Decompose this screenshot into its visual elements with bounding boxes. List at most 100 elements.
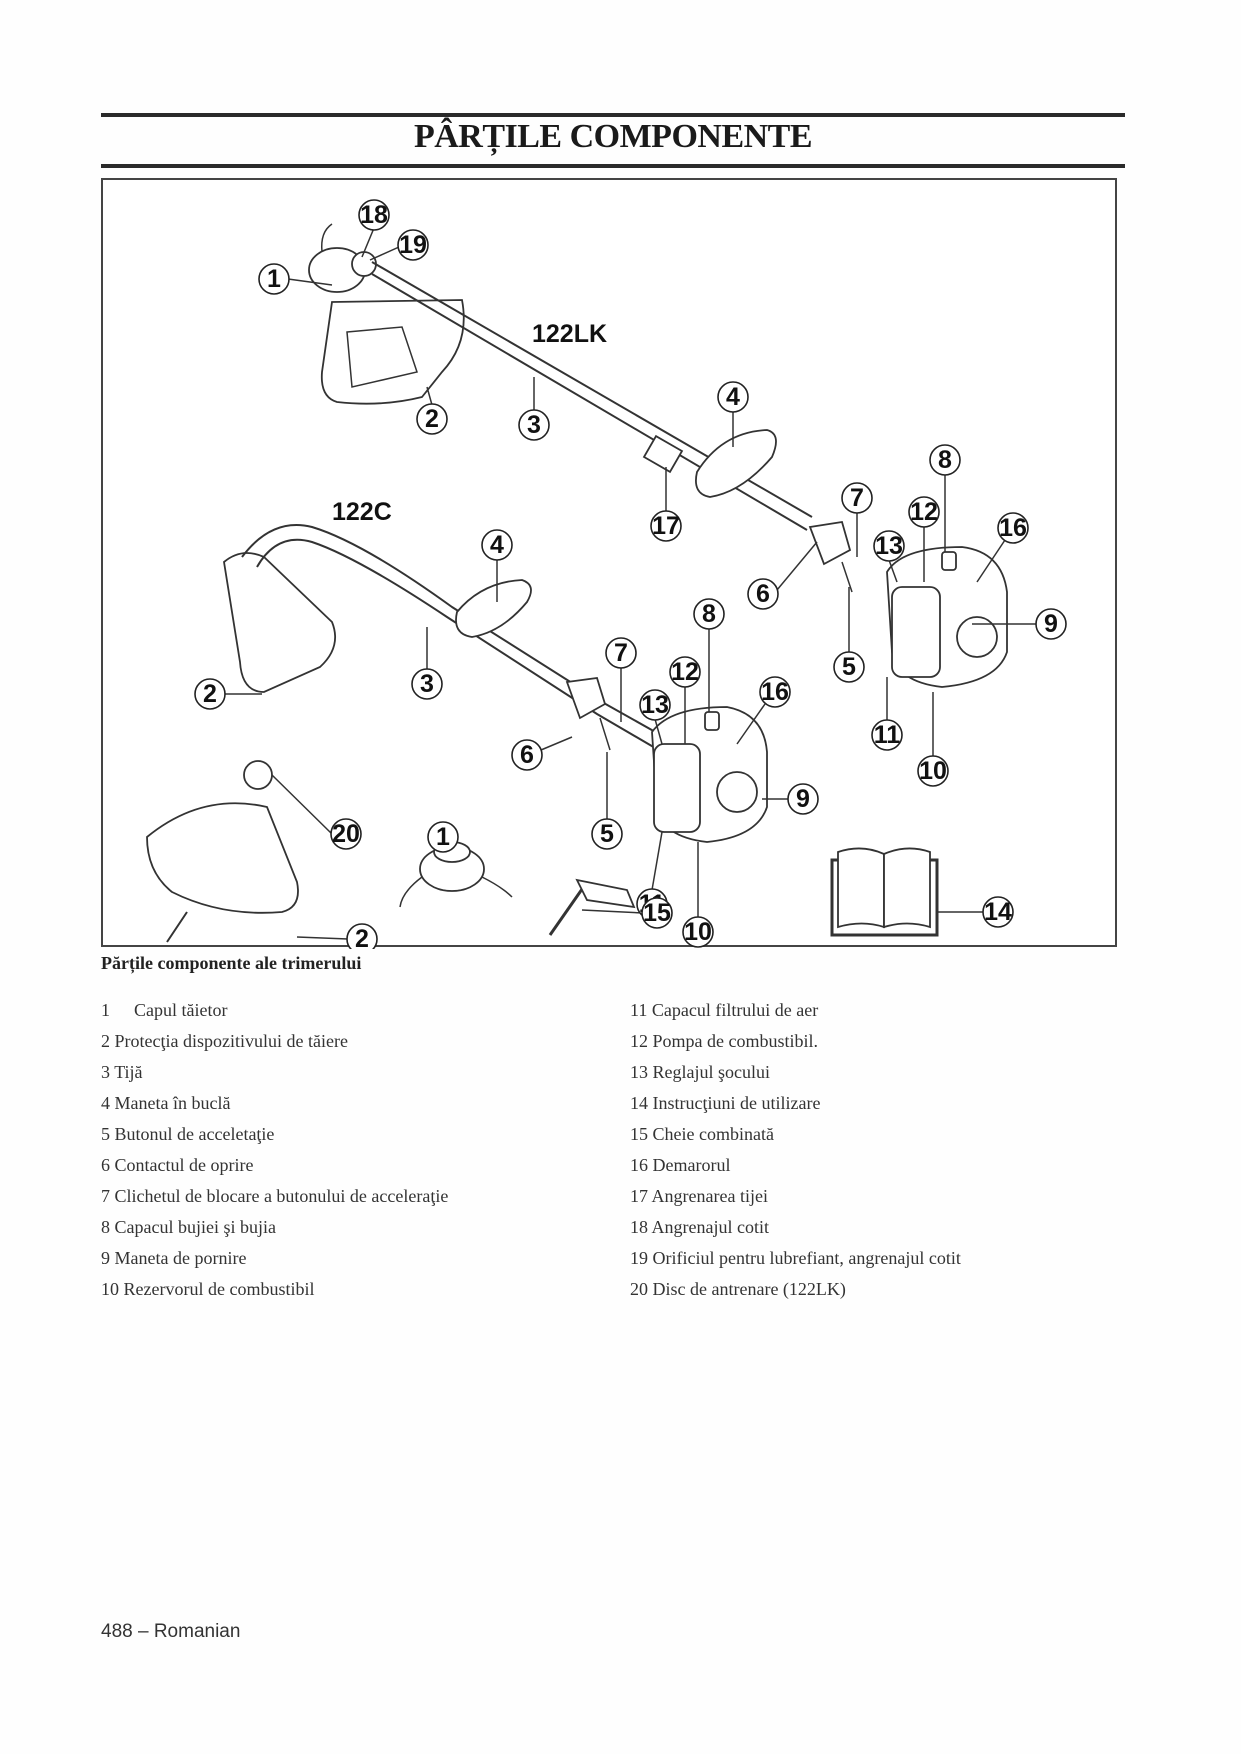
figure-caption: Părțile componente ale trimerului [101, 953, 362, 973]
part-number: 13 [630, 1062, 648, 1082]
gear-head-122lk [351, 251, 377, 277]
parts-list-item: 10 Rezervorul de combustibil [101, 1274, 448, 1305]
parts-diagram: 122LK 122C 18 19 1 2 3 4 17 7 8 12 13 16… [101, 178, 1117, 949]
part-number: 9 [101, 1248, 110, 1268]
trimmer-122lk-drawing [308, 223, 1008, 688]
parts-list-item: 5 Butonul de acceletaţie [101, 1119, 448, 1150]
trimmer-line-left [399, 876, 423, 908]
part-number: 15 [630, 1124, 648, 1144]
part-number: 16 [630, 1155, 648, 1175]
part-number: 14 [630, 1093, 648, 1113]
parts-list-item: 3 Tijă [101, 1057, 448, 1088]
loop-handle-122c [455, 579, 532, 638]
part-label: Angrenajul cotit [651, 1217, 769, 1237]
parts-list-item: 12 Pompa de combustibil. [630, 1026, 961, 1057]
part-label: Cheie combinată [652, 1124, 774, 1144]
part-number: 18 [630, 1217, 648, 1237]
part-label: Tijă [114, 1062, 143, 1082]
callout-4: 4 [717, 381, 749, 413]
book-left-page [837, 847, 885, 929]
leader-lines [224, 227, 1037, 940]
title-bottom-rule [101, 164, 1125, 168]
part-label: Capacul filtrului de aer [651, 1000, 819, 1020]
part-label: Butonul de acceletaţie [114, 1124, 275, 1144]
svg-text:3: 3 [527, 411, 541, 439]
svg-text:1: 1 [267, 265, 281, 293]
wrench-socket [575, 878, 636, 909]
part-number: 17 [630, 1186, 648, 1206]
svg-text:20: 20 [332, 820, 360, 848]
trimmer-line-right [481, 876, 513, 898]
part-number: 12 [630, 1031, 648, 1051]
svg-text:11: 11 [874, 721, 901, 749]
svg-text:16: 16 [761, 678, 789, 706]
callout-20: 20 [330, 818, 362, 850]
callout-12: 12 [669, 656, 701, 688]
guard-122lk [320, 299, 465, 405]
spark-plug-cap-122c [704, 711, 720, 731]
loose-parts-drawing [146, 760, 513, 943]
callout-1: 1 [427, 821, 459, 853]
air-filter-cover-122lk [891, 586, 941, 678]
part-label: Reglajul şocului [652, 1062, 770, 1082]
callout-2: 2 [416, 403, 448, 435]
manual-book-drawing [830, 847, 939, 937]
parts-list-item: 9 Maneta de pornire [101, 1243, 448, 1274]
svg-text:12: 12 [910, 498, 938, 526]
svg-text:15: 15 [643, 899, 671, 927]
callout-7: 7 [841, 482, 873, 514]
parts-list-item: 8 Capacul bujiei şi bujia [101, 1212, 448, 1243]
combination-wrench-drawing [548, 878, 636, 936]
callout-11: 11 [871, 719, 903, 751]
part-number: 2 [101, 1031, 110, 1051]
svg-text:2: 2 [203, 680, 217, 708]
guard-loose [146, 802, 299, 914]
part-label: Angrenarea tijei [651, 1186, 768, 1206]
parts-list-item: 14 Instrucţiuni de utilizare [630, 1088, 961, 1119]
throttle-handle-122lk [808, 520, 852, 566]
parts-list-item: 7 Clichetul de blocare a butonului de ac… [101, 1181, 448, 1212]
loop-handle-122lk [695, 429, 777, 498]
part-number: 8 [101, 1217, 110, 1237]
callout-8: 8 [929, 444, 961, 476]
svg-text:19: 19 [399, 231, 427, 259]
parts-list-item: 17 Angrenarea tijei [630, 1181, 961, 1212]
part-number: 7 [101, 1186, 110, 1206]
part-number: 1 [101, 1000, 110, 1020]
trimmer-122c-drawing [223, 524, 768, 843]
part-label: Instrucţiuni de utilizare [652, 1093, 821, 1113]
callout-4: 4 [481, 529, 513, 561]
page-title: PÂRȚILE COMPONENTE [413, 118, 813, 155]
parts-list-item: 20 Disc de antrenare (122LK) [630, 1274, 961, 1305]
throttle-handle-122c [565, 677, 607, 720]
callout-10: 10 [682, 916, 714, 948]
callout-12: 12 [908, 496, 940, 528]
svg-text:10: 10 [684, 918, 712, 946]
svg-text:9: 9 [1044, 610, 1058, 638]
throttle-trigger-122lk [841, 561, 853, 593]
part-label: Demarorul [652, 1155, 731, 1175]
line-string-122lk [320, 223, 333, 253]
callout-18: 18 [358, 199, 390, 231]
throttle-trigger-122c [599, 717, 611, 751]
part-number: 5 [101, 1124, 110, 1144]
svg-text:14: 14 [984, 898, 1012, 926]
callout-16: 16 [759, 676, 791, 708]
part-number: 3 [101, 1062, 110, 1082]
svg-text:12: 12 [671, 658, 699, 686]
svg-text:16: 16 [999, 514, 1027, 542]
part-label: Disc de antrenare (122LK) [652, 1279, 846, 1299]
svg-text:5: 5 [600, 820, 614, 848]
part-label: Capacul bujiei şi bujia [114, 1217, 276, 1237]
page-footer: 488 – Romanian [101, 1621, 241, 1642]
svg-text:6: 6 [520, 741, 534, 769]
part-label: Clichetul de blocare a butonului de acce… [114, 1186, 449, 1206]
part-number: 11 [630, 1000, 648, 1020]
part-number: 20 [630, 1279, 648, 1299]
part-label: Rezervorul de combustibil [123, 1279, 315, 1299]
part-number: 10 [101, 1279, 119, 1299]
callout-6: 6 [747, 578, 779, 610]
svg-text:13: 13 [641, 691, 669, 719]
